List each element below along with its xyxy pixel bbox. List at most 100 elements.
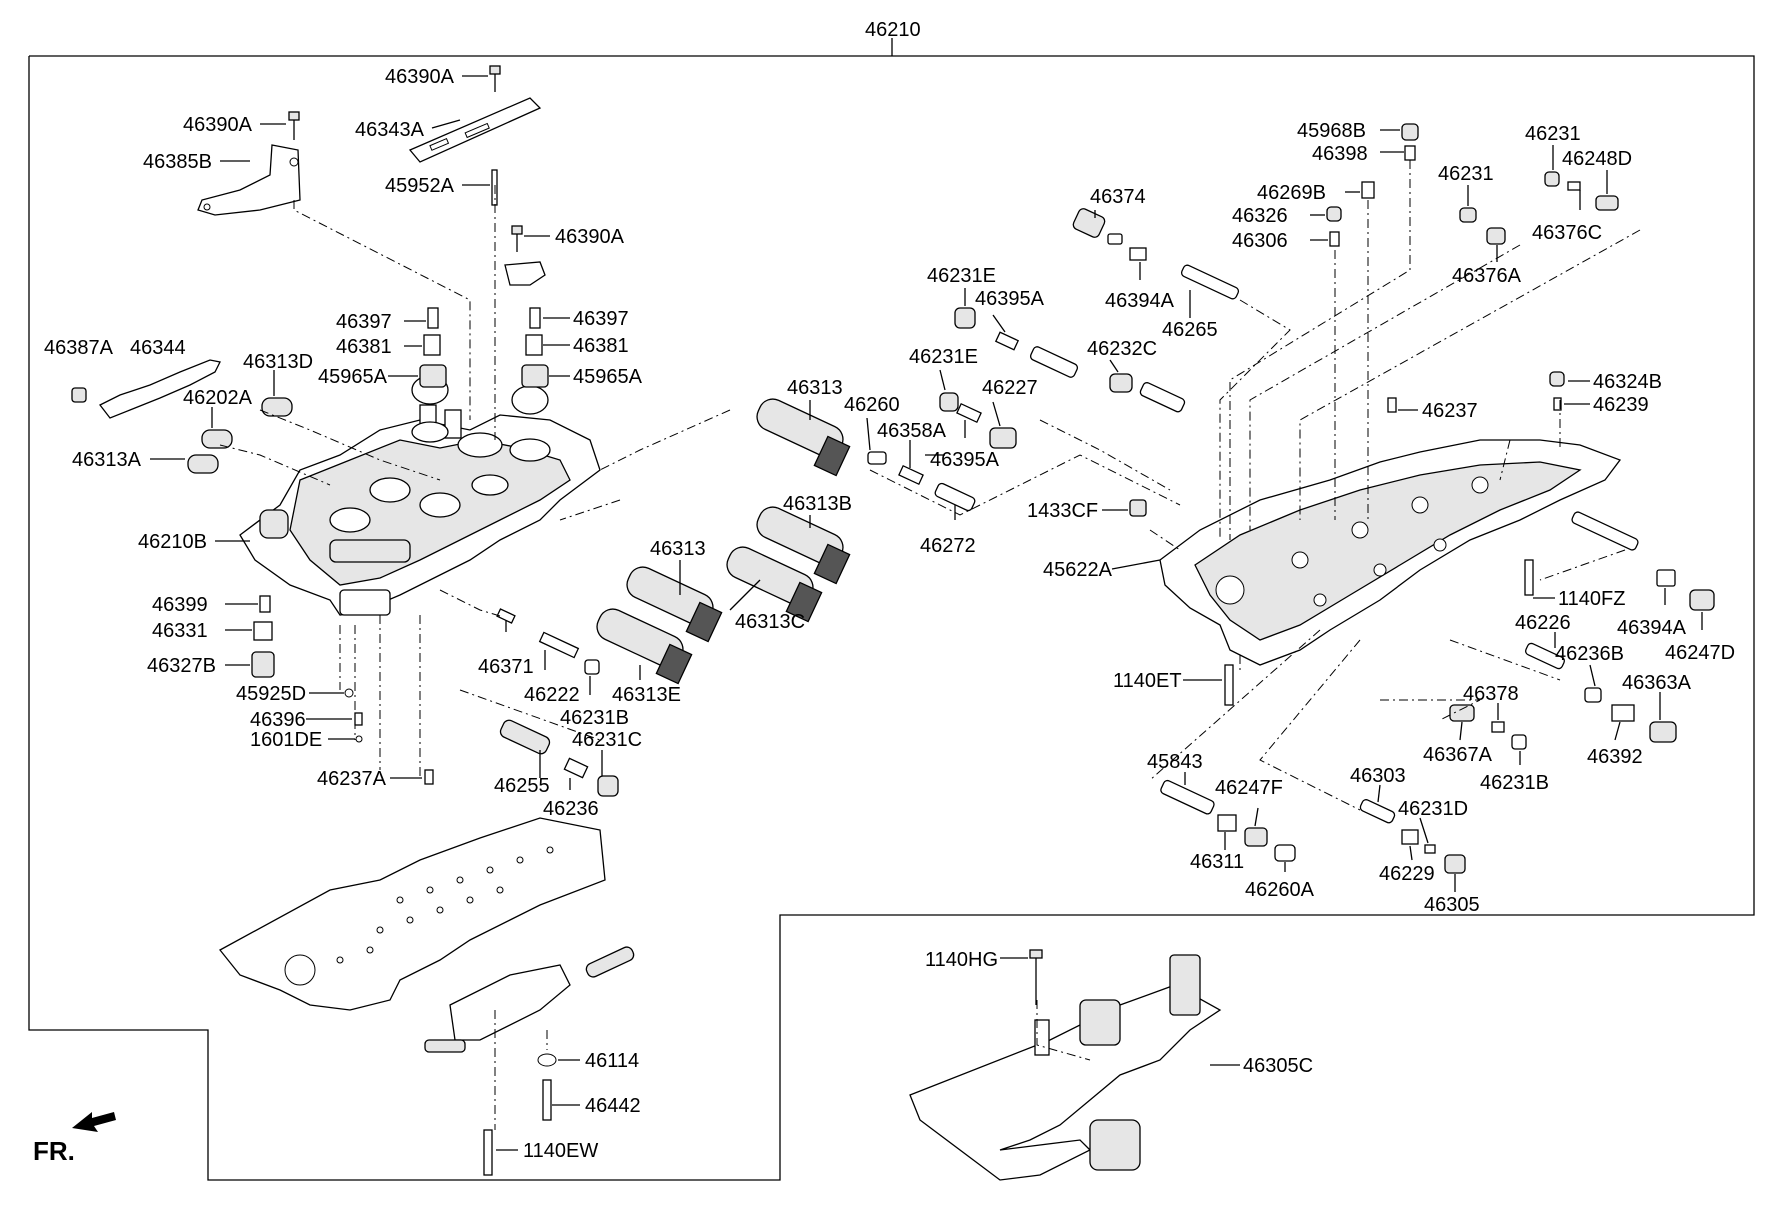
plug-46326	[1326, 206, 1342, 222]
spring-46398	[1404, 145, 1416, 161]
spring-46381-left	[423, 334, 441, 356]
spring-46358A	[898, 464, 924, 486]
callout-46272: 46272	[920, 535, 976, 557]
callout-46376A: 46376A	[1452, 265, 1522, 287]
callout-46381: 46381	[336, 336, 392, 358]
plug-46305	[1444, 854, 1466, 874]
solenoid-46202A	[201, 429, 233, 449]
callout-46313A: 46313A	[72, 449, 142, 471]
callout-46442: 46442	[585, 1095, 641, 1117]
callout-46265: 46265	[1162, 319, 1218, 341]
upper-valve-body	[239, 375, 601, 616]
plug-46231B-left	[584, 659, 600, 675]
assembly-centerlines	[219, 160, 1641, 1130]
callout-46248D: 46248D	[1562, 148, 1632, 170]
callout-46227: 46227	[982, 377, 1038, 399]
callout-46260A: 46260A	[1245, 879, 1315, 901]
callout-1433CF: 1433CF	[1027, 500, 1098, 522]
spring-46381-right	[525, 334, 543, 356]
plug-46231E-upper	[954, 307, 976, 329]
plug-46247D	[1689, 589, 1715, 611]
callout-46313C: 46313C	[735, 611, 805, 633]
pin-46231D	[1424, 844, 1436, 854]
spring-46306	[1329, 231, 1340, 247]
callout-46327B: 46327B	[147, 655, 216, 677]
callout-46232C: 46232C	[1087, 338, 1157, 360]
callout-46313E: 46313E	[612, 684, 681, 706]
valve-46265	[1180, 264, 1240, 300]
bolt-1140ET	[1224, 664, 1234, 706]
callout-46371: 46371	[478, 656, 534, 678]
washer-46114	[537, 1053, 557, 1067]
callout-1140HG: 1140HG	[925, 949, 998, 971]
callout-46358A: 46358A	[877, 420, 947, 442]
valve-45843	[1160, 779, 1215, 815]
callout-46231D: 46231D	[1398, 798, 1468, 820]
callout-46392: 46392	[1587, 746, 1643, 768]
callout-45968B: 45968B	[1297, 120, 1366, 142]
plug-45965A-right	[521, 364, 549, 388]
callout-46303: 46303	[1350, 765, 1406, 787]
callout-45843: 45843	[1147, 751, 1203, 773]
bolt-46442	[542, 1079, 552, 1121]
callout-45965A: 45965A	[573, 366, 643, 388]
callout-46395A: 46395A	[930, 449, 1000, 471]
callout-46237A: 46237A	[317, 768, 387, 790]
solenoid-46313A	[187, 454, 219, 474]
leader-lines	[150, 75, 1703, 1151]
callout-46231B: 46231B	[1480, 772, 1549, 794]
valve-46303	[1359, 799, 1396, 824]
spring-46395A-lower	[956, 402, 982, 424]
plug-46324B	[1549, 371, 1565, 387]
valve-46226	[1525, 642, 1565, 670]
plug-46231-upper	[1459, 207, 1477, 223]
plug-46227	[989, 427, 1017, 449]
callout-46394A: 46394A	[1617, 617, 1687, 639]
plug-46260	[867, 451, 887, 465]
callout-1140FZ: 1140FZ	[1558, 588, 1625, 610]
plug-46376A	[1486, 227, 1506, 245]
plug-46231B-right	[1511, 734, 1527, 750]
callout-46236: 46236	[543, 798, 599, 820]
callout-46231E: 46231E	[909, 346, 978, 368]
valve-46232C	[1109, 373, 1186, 413]
plug-46231C	[597, 775, 619, 797]
valve-46232C-stack	[1029, 346, 1079, 378]
solenoid-46313D	[261, 397, 293, 417]
plug-46236B	[1584, 687, 1602, 703]
spring-46399	[259, 595, 271, 613]
plug-46231-right	[1544, 171, 1581, 191]
callout-46260: 46260	[844, 394, 900, 416]
separator-plate	[219, 817, 606, 1011]
bracket-46305C	[909, 954, 1222, 1181]
callout-46376C: 46376C	[1532, 222, 1602, 244]
solenoid-46313-upper	[756, 398, 851, 477]
callout-46390A: 46390A	[385, 66, 455, 88]
callout-46226: 46226	[1515, 612, 1571, 634]
spring-46394A-upper	[1129, 247, 1147, 261]
callout-46247D: 46247D	[1665, 642, 1735, 664]
callout-46269B: 46269B	[1257, 182, 1326, 204]
lower-valve-body	[1159, 439, 1622, 666]
callout-46331: 46331	[152, 620, 208, 642]
plug-46231E-lower	[939, 392, 959, 412]
callout-45925D: 45925D	[236, 683, 306, 705]
solenoid-46313E	[596, 608, 693, 685]
bolt-46390A-left	[288, 111, 300, 140]
plug-46260A	[1274, 844, 1296, 862]
valve-right-upper	[1571, 511, 1639, 551]
callout-46210B: 46210B	[138, 531, 207, 553]
callout-46313B: 46313B	[783, 493, 852, 515]
callout-46222: 46222	[524, 684, 580, 706]
callout-46202A: 46202A	[183, 387, 253, 409]
valve-46272	[934, 482, 976, 512]
plug-46248D	[1595, 195, 1619, 211]
callout-1140EW: 1140EW	[523, 1140, 598, 1162]
callout-46343A: 46343A	[355, 119, 425, 141]
plug-46363A	[1649, 721, 1677, 743]
plug-46327B	[251, 651, 275, 678]
callout-46326: 46326	[1232, 205, 1288, 227]
front-direction-label: FR.	[33, 1136, 75, 1166]
front-direction-arrow	[72, 1112, 116, 1132]
